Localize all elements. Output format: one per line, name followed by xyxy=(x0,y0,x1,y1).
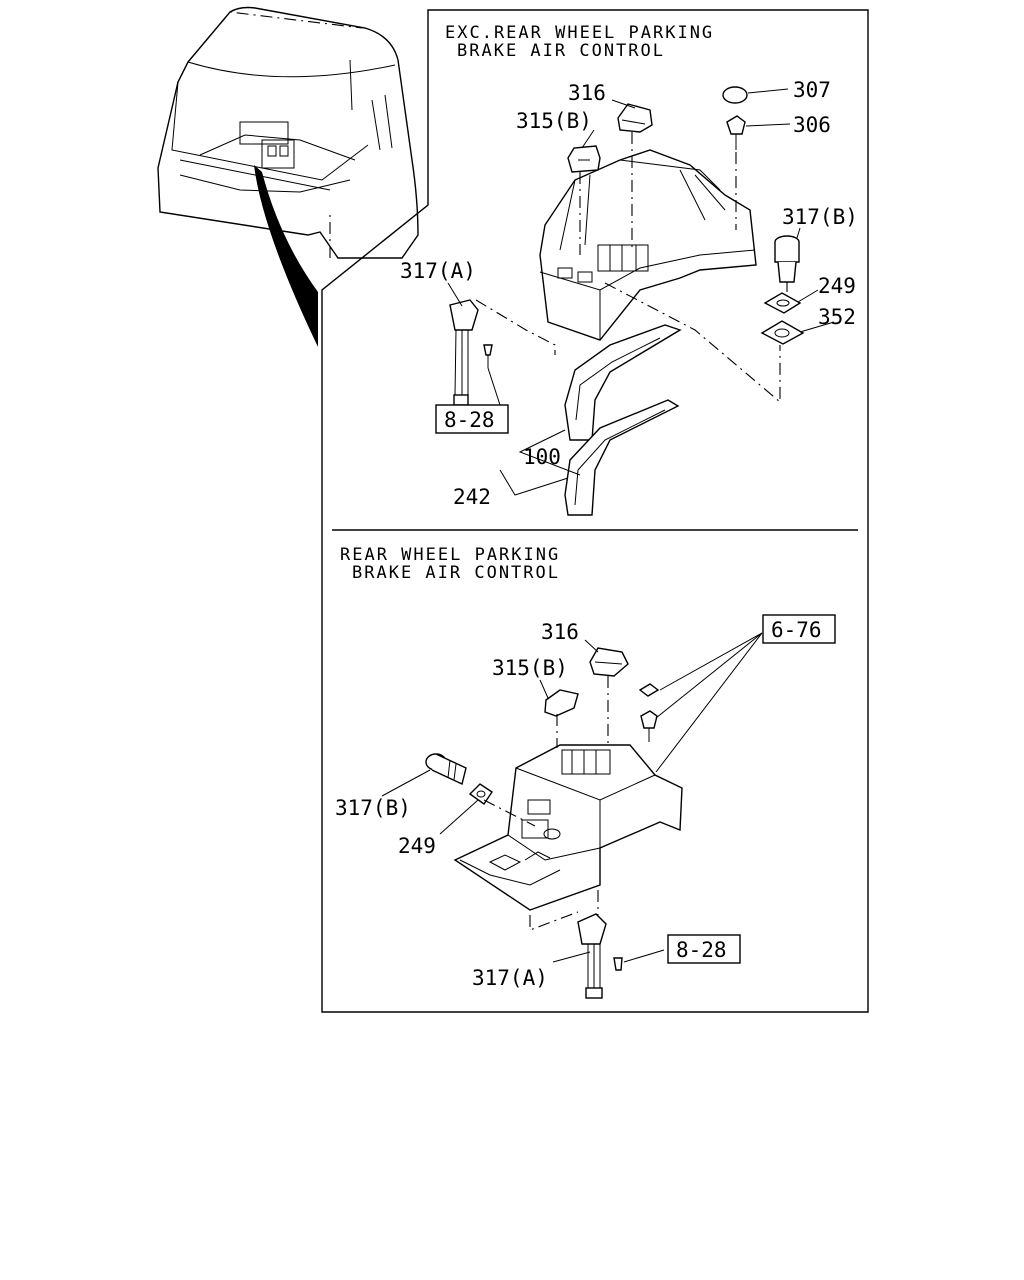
bottom-part-317b-illustration xyxy=(425,753,467,785)
bottom-part-317a-illustration xyxy=(577,913,623,999)
bottom-callout-315b: 315(B) xyxy=(492,656,568,680)
bottom-leader-lines xyxy=(381,632,763,963)
top-panel-guide-lines xyxy=(475,132,788,404)
top-part-315b-illustration xyxy=(567,145,601,173)
bottom-part-clip-illustration xyxy=(638,683,660,697)
top-part-307-illustration xyxy=(722,86,748,104)
bottom-part-screw-illustration xyxy=(640,710,658,742)
top-part-352-illustration xyxy=(760,320,805,345)
bottom-callout-317b: 317(B) xyxy=(335,796,411,820)
top-panel-title-line1: EXC.REAR WHEEL PARKING xyxy=(445,23,714,43)
top-part-317a-illustration xyxy=(449,299,493,406)
bottom-console-assembly xyxy=(453,744,683,911)
bottom-part-315b-illustration xyxy=(544,689,579,717)
top-callout-352: 352 xyxy=(818,305,856,329)
top-callout-242: 242 xyxy=(453,485,491,509)
bottom-panel-title-line2: BRAKE AIR CONTROL xyxy=(352,563,560,583)
bottom-callout-316: 316 xyxy=(541,620,579,644)
bottom-callout-249: 249 xyxy=(398,834,436,858)
top-callout-316: 316 xyxy=(568,81,606,105)
top-part-249-illustration xyxy=(763,292,802,314)
top-callout-317a: 317(A) xyxy=(400,259,476,283)
bottom-part-316-illustration xyxy=(589,647,629,677)
top-ref-8-28: 8-28 xyxy=(444,408,495,432)
cab-overview-illustration xyxy=(157,6,419,347)
bottom-panel-guide-lines xyxy=(483,676,609,931)
top-callout-100: 100 xyxy=(523,445,561,469)
top-console-assembly xyxy=(539,149,757,516)
top-callout-307: 307 xyxy=(793,78,831,102)
bottom-ref-box-6-76 xyxy=(762,614,836,644)
bottom-ref-8-28: 8-28 xyxy=(676,938,727,962)
top-callout-317b: 317(B) xyxy=(782,205,858,229)
bottom-panel-title-line1: REAR WHEEL PARKING xyxy=(340,545,560,565)
bottom-part-249-illustration xyxy=(468,783,493,805)
bottom-ref-6-76: 6-76 xyxy=(771,618,822,642)
top-callout-249: 249 xyxy=(818,274,856,298)
panel-frame xyxy=(321,9,869,1013)
top-part-316-illustration xyxy=(617,103,653,133)
top-part-317b-illustration xyxy=(774,235,800,283)
top-part-306-illustration xyxy=(726,115,746,150)
top-leader-lines xyxy=(447,88,835,496)
bottom-callout-317a: 317(A) xyxy=(472,966,548,990)
top-callout-306: 306 xyxy=(793,113,831,137)
top-ref-box-8-28 xyxy=(435,404,509,434)
top-panel-title-line2: BRAKE AIR CONTROL xyxy=(457,41,665,61)
top-callout-315b: 315(B) xyxy=(516,109,592,133)
bottom-ref-box-8-28 xyxy=(667,934,741,964)
